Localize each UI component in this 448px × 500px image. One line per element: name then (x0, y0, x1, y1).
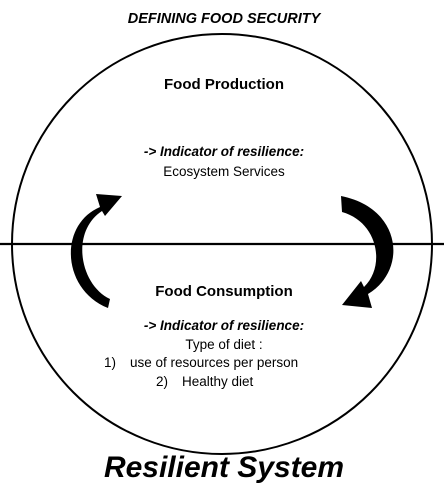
footer-title: Resilient System (103, 451, 345, 484)
production-heading: Food Production (164, 76, 284, 93)
diet-list-number: 1) (104, 355, 117, 370)
consumption-indicator-label: -> Indicator of resilience: (143, 318, 305, 333)
consumption-heading: Food Consumption (155, 283, 293, 300)
right-curved-arrow (341, 196, 394, 308)
left-curved-arrow (70, 194, 122, 308)
production-indicator-line: -> Indicator of resilience: (0, 144, 448, 159)
diet-list-item: 1) use of resources per person (104, 355, 298, 370)
production-indicator-label: -> Indicator of resilience: (143, 144, 305, 159)
diet-list-item: 2) Healthy diet (156, 374, 253, 389)
diet-list-text: Healthy diet (182, 374, 254, 389)
diet-type-label: Type of diet : (185, 337, 263, 352)
diet-list-text: use of resources per person (130, 355, 299, 370)
diagram-title: DEFINING FOOD SECURITY (127, 11, 321, 27)
production-indicator-value: Ecosystem Services (163, 164, 285, 179)
diet-list-number: 2) (156, 374, 169, 389)
